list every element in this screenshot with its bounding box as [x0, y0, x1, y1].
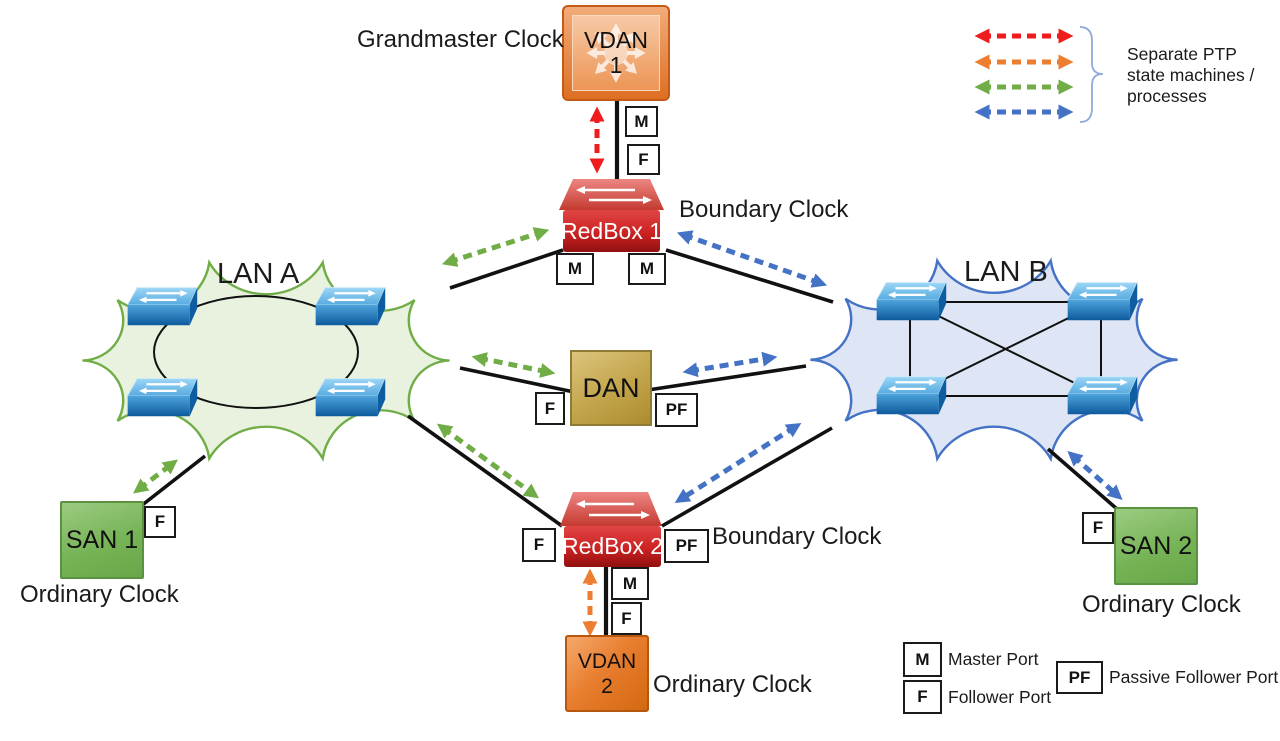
switch-icon [1066, 281, 1139, 322]
link-lanb-redbox2 [661, 426, 833, 528]
ptp-process-arrows [133, 106, 1123, 637]
legend-port-box-follower: F [903, 680, 942, 714]
lan-a-label: LAN A [217, 258, 300, 290]
port-box-passive-follower: PF [655, 393, 698, 427]
ordinary-clock-label-san1: Ordinary Clock [20, 581, 179, 608]
lan-a-ring [153, 295, 359, 409]
link-lanb-san2 [1046, 447, 1119, 511]
link-lana-dan [459, 366, 575, 394]
legend-processes-text: Separate PTP state machines / processes [1127, 44, 1255, 106]
legend-follower-port-label: Follower Port [948, 687, 1052, 707]
process-arrow-green-redbox1-lana [441, 227, 550, 267]
san2-label: SAN 2 [1119, 531, 1193, 560]
port-box-master: M [556, 253, 594, 285]
boundary-clock-label-1: Boundary Clock [679, 196, 849, 223]
process-arrow-blue-lanb-redbox2 [674, 422, 802, 504]
switch-icon [875, 375, 948, 416]
legend-passive-follower-port-label: Passive Follower Port [1109, 667, 1279, 687]
legend-brace [1079, 26, 1104, 123]
redbox1-shape [559, 179, 664, 252]
port-box-follower: F [144, 506, 176, 538]
link-lana-redbox2 [406, 414, 564, 528]
process-arrow-blue-dan-lanb [682, 351, 778, 378]
san1-label: SAN 1 [65, 525, 139, 554]
legend-port-box-passive-follower: PF [1056, 661, 1103, 694]
port-box-follower: F [1082, 512, 1114, 544]
node-san1: SAN 1 [60, 501, 144, 579]
port-box-passive-follower: PF [664, 529, 709, 563]
ordinary-clock-label-vdan2: Ordinary Clock [653, 671, 812, 698]
process-arrow-green-lana-san1 [133, 459, 178, 494]
legend-process-arrows [974, 28, 1074, 120]
redbox1-label: RedBox 1 [561, 217, 663, 244]
process-arrow-blue-redbox1-lanb [676, 230, 828, 288]
legend-port-box-master: M [903, 642, 942, 677]
port-box-master: M [625, 106, 658, 137]
process-arrow-blue-lanb-san2 [1067, 451, 1123, 500]
port-box-follower: F [522, 528, 556, 562]
boundary-clock-label-2: Boundary Clock [712, 523, 882, 550]
switch-icon [875, 281, 948, 322]
switch-icon [314, 286, 387, 327]
port-box-follower: F [627, 144, 660, 175]
node-dan: DAN [570, 350, 652, 426]
redbox2-shape [560, 492, 662, 567]
link-lana-san1 [139, 454, 207, 508]
switch-icon [126, 377, 199, 418]
port-box-master: M [628, 253, 666, 285]
port-box-master: M [611, 567, 649, 600]
legend-master-port-label: Master Port [948, 649, 1039, 669]
link-redbox1-lanb [665, 248, 834, 304]
process-arrow-green-lana-dan [471, 352, 556, 378]
dan-label: DAN [582, 372, 640, 403]
port-box-follower: F [611, 602, 642, 635]
router-arrows-icon [586, 23, 646, 83]
ordinary-clock-label-san2: Ordinary Clock [1082, 591, 1241, 618]
lan-b-label: LAN B [964, 256, 1048, 288]
switch-icon [1066, 375, 1139, 416]
process-arrow-green-lana-redbox2 [436, 423, 540, 499]
node-san2: SAN 2 [1114, 507, 1198, 585]
link-dan-lanb [647, 364, 807, 392]
switch-icon [126, 286, 199, 327]
redbox2-label: RedBox 2 [562, 533, 664, 559]
port-box-follower: F [535, 392, 565, 425]
grandmaster-clock-label: Grandmaster Clock [357, 26, 564, 53]
switch-icon [314, 377, 387, 418]
